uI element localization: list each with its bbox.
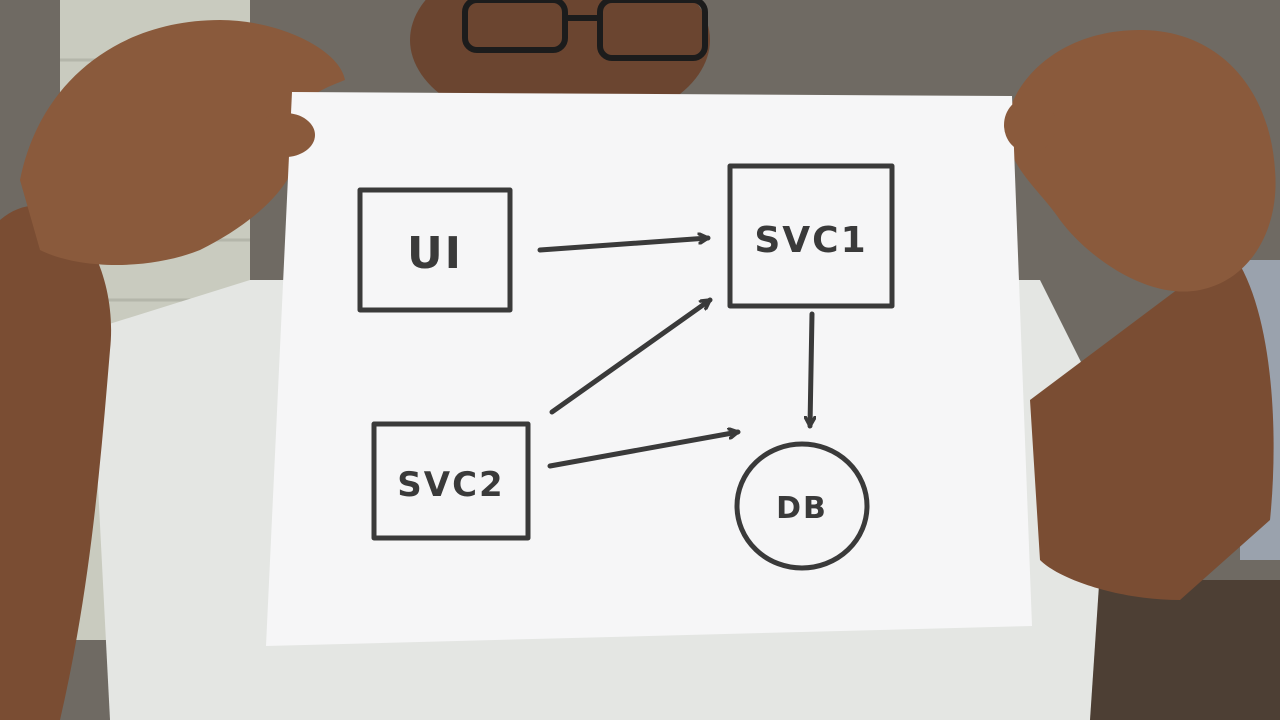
glasses bbox=[462, 0, 708, 61]
right-arm bbox=[1030, 250, 1274, 600]
node-db-label: DB bbox=[776, 491, 828, 526]
node-svc1-box bbox=[727, 163, 895, 309]
paper-sheet bbox=[266, 92, 1032, 646]
edge-svc1-to-db bbox=[810, 311, 812, 429]
edge-svc2-to-svc1 bbox=[549, 297, 713, 415]
node-svc1-label: SVC1 bbox=[754, 220, 867, 261]
finger-tips bbox=[255, 97, 1056, 157]
node-ui-label: UI bbox=[407, 228, 463, 279]
edge-ui-to-svc1 bbox=[537, 238, 711, 253]
node-svc2-label: SVC2 bbox=[397, 465, 504, 505]
right-hand bbox=[1005, 30, 1276, 292]
left-arm bbox=[0, 205, 112, 720]
node-db-circle bbox=[734, 441, 870, 571]
node-ui-box bbox=[357, 187, 513, 313]
node-svc2-box bbox=[371, 421, 531, 541]
edge-svc2-to-db bbox=[547, 432, 741, 469]
left-hand bbox=[20, 20, 345, 265]
